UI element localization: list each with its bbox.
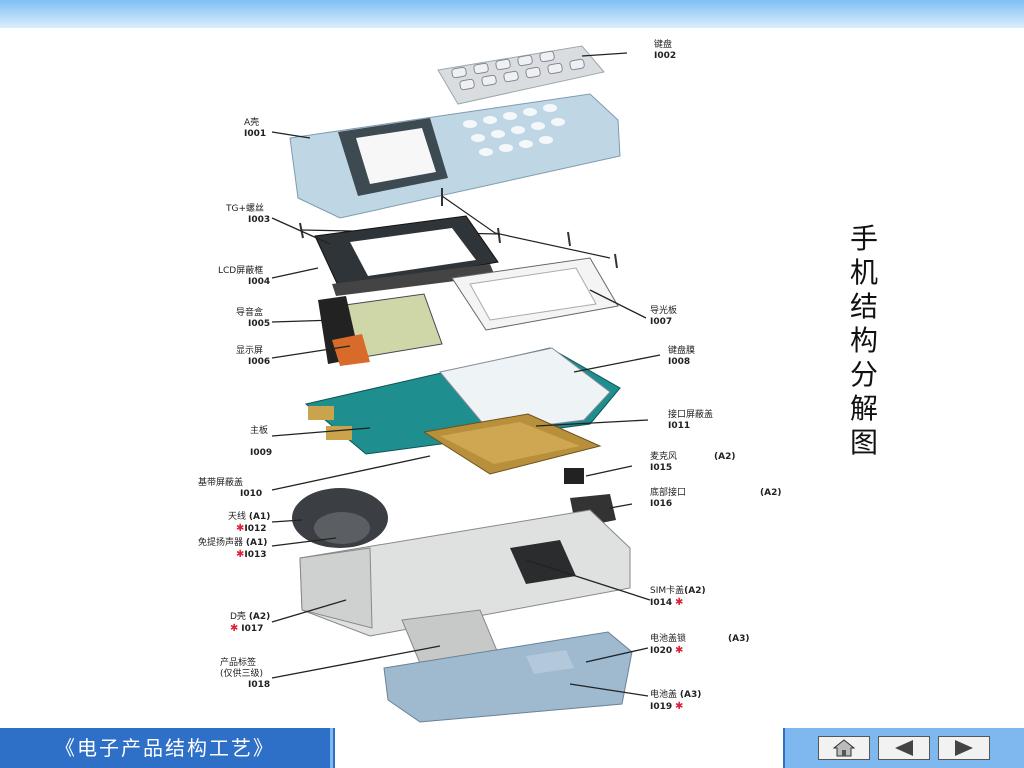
home-button[interactable] xyxy=(818,736,870,760)
title-char: 解 xyxy=(849,392,878,425)
antenna-speaker-part xyxy=(292,488,388,548)
next-button[interactable] xyxy=(938,736,990,760)
class-bottom-connector: (A2) xyxy=(760,488,782,498)
label-speaker: 免提扬声器 (A1)✱I013 xyxy=(198,538,268,560)
label-sim-cover: SIM卡盖(A2)I014 ✱ xyxy=(650,586,706,608)
display-part xyxy=(318,293,443,366)
title-char: 分 xyxy=(849,358,878,391)
course-title: 《电子产品结构工艺》 xyxy=(0,728,330,768)
front-housing-part xyxy=(289,93,621,219)
footer-middle-panel xyxy=(333,728,785,768)
light-guide-part xyxy=(451,257,619,331)
label-rear-housing: D壳 (A2)✱ I017 xyxy=(230,612,271,634)
triangle-left-icon xyxy=(895,740,913,756)
class-battery-lock: (A3) xyxy=(728,634,750,644)
title-char: 机 xyxy=(849,256,878,289)
slide-title-vertical: 手 机 结 构 分 解 图 xyxy=(846,222,882,460)
home-icon xyxy=(833,739,855,757)
keypad-part xyxy=(437,45,605,105)
top-gradient-band xyxy=(0,0,1024,28)
baseband-shield-part xyxy=(422,413,602,475)
title-char: 手 xyxy=(849,222,878,255)
label-product-tag: 产品标签(仅供三级)I018 xyxy=(220,658,271,690)
battery-cover-part xyxy=(383,631,633,723)
triangle-right-icon xyxy=(955,740,973,756)
title-char: 图 xyxy=(849,426,878,459)
label-battery-cover: 电池盖 (A3)I019 ✱ xyxy=(650,690,702,712)
lcd-frame-part xyxy=(314,215,499,296)
previous-button[interactable] xyxy=(878,736,930,760)
title-char: 结 xyxy=(849,290,878,323)
label-antenna: 天线 (A1)✱I012 xyxy=(228,512,271,534)
phone-parts-illustration xyxy=(271,45,661,723)
class-microphone: (A2) xyxy=(714,452,736,462)
screws-part xyxy=(299,188,618,269)
microphone-part xyxy=(564,468,584,484)
title-char: 构 xyxy=(849,324,878,357)
